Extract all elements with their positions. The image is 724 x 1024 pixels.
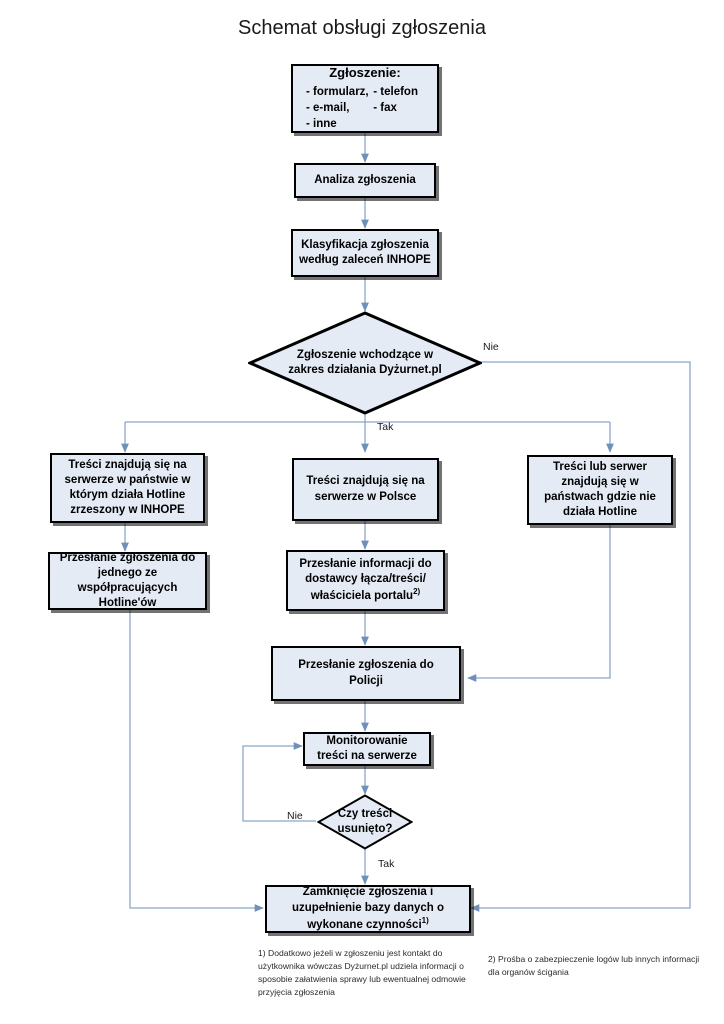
zgloszenie-item: - e-mail, [306, 101, 350, 114]
zgloszenie-item: - formularz, [306, 85, 369, 98]
zgloszenie-item: - inne [306, 118, 337, 131]
node-analiza-zgloszenia[interactable]: Analiza zgłoszenia [294, 163, 436, 198]
zgloszenie-column-right: - telefon - fax [373, 84, 428, 133]
zgloszenie-heading: Zgłoszenie: [329, 65, 401, 81]
diamond-shape [248, 311, 482, 415]
footnote-1: 1) Dodatkowo jeżeli w zgłoszeniu jest ko… [258, 948, 466, 997]
page-title: Schemat obsługi zgłoszenia [238, 17, 486, 39]
diamond-shape [317, 794, 413, 850]
edge-label-tak-zakres: Tak [377, 421, 394, 433]
edge-label-nie-usuniecie: Nie [287, 810, 303, 822]
footnote-2: 2) Prośba o zabezpieczenie logów lub inn… [488, 954, 700, 977]
footnote-ref-1: 1) [421, 915, 429, 925]
zgloszenie-column-left: - formularz, - e-mail, - inne [306, 84, 369, 133]
footnote-ref-2: 2) [413, 587, 421, 597]
node-zgloszenie[interactable]: Zgłoszenie: - formularz, - e-mail, - inn… [291, 64, 439, 133]
edge-label-nie-zakres: Nie [483, 341, 499, 353]
zgloszenie-item: - fax [373, 101, 397, 114]
edge-label-tak-usuniecie: Tak [378, 858, 395, 870]
node-label: Analiza zgłoszenia [314, 173, 416, 186]
zgloszenie-item: - telefon [373, 85, 418, 98]
